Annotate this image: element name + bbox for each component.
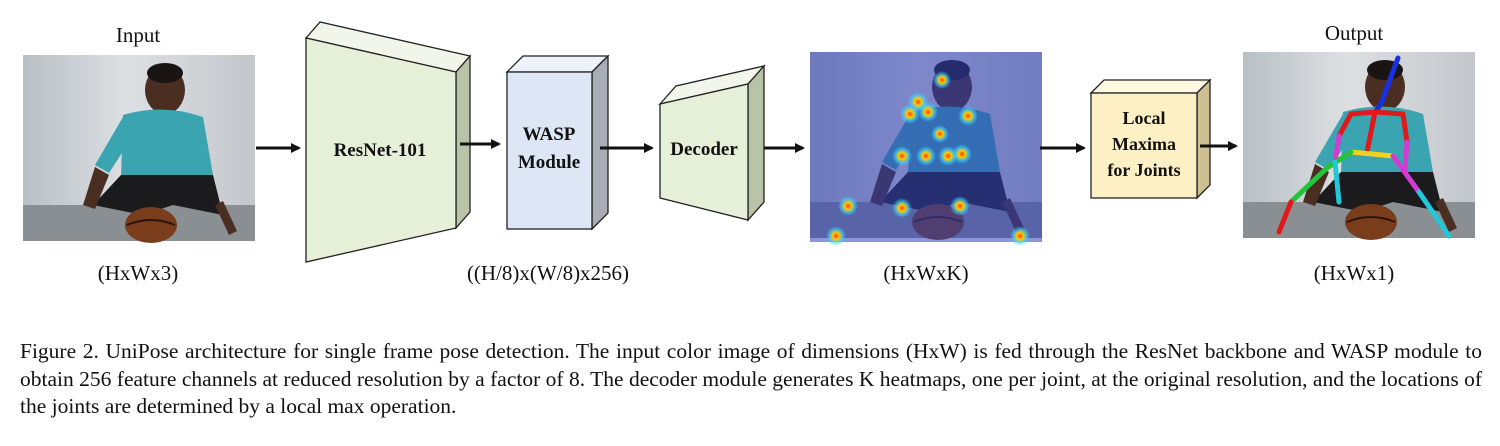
wasp-label-line2: Module [518,152,580,173]
input-title: Input [116,23,160,47]
input-image [22,54,256,244]
skeleton-overlay [1276,55,1452,239]
local-maxima-block: Local Maxima for Joints [1089,78,1212,200]
architecture-diagram: Input (HxWx3) ResNet-101 WASP Module Dec… [22,21,1476,285]
output-dims-label: (HxWx1) [1314,261,1394,285]
heatmap-dims-label: (HxWxK) [883,261,968,285]
heatmap-image [809,51,1043,246]
resnet-block: ResNet-101 [304,21,472,263]
wasp-block: WASP Module [505,54,610,231]
maxima-label-line2: Maxima [1112,134,1176,154]
maxima-label-line3: for Joints [1107,160,1180,180]
output-image [1242,51,1476,241]
feature-dims-label: ((H/8)x(W/8)x256) [467,261,629,285]
input-dims-label: (HxWx3) [98,261,178,285]
output-title: Output [1325,21,1384,45]
figure-caption: Figure 2. UniPose architecture for singl… [20,339,1482,418]
decoder-label: Decoder [670,139,738,160]
maxima-label-line1: Local [1123,108,1166,128]
wasp-label-line1: WASP [523,124,576,145]
resnet-label: ResNet-101 [334,140,427,161]
decoder-block: Decoder [658,64,766,222]
